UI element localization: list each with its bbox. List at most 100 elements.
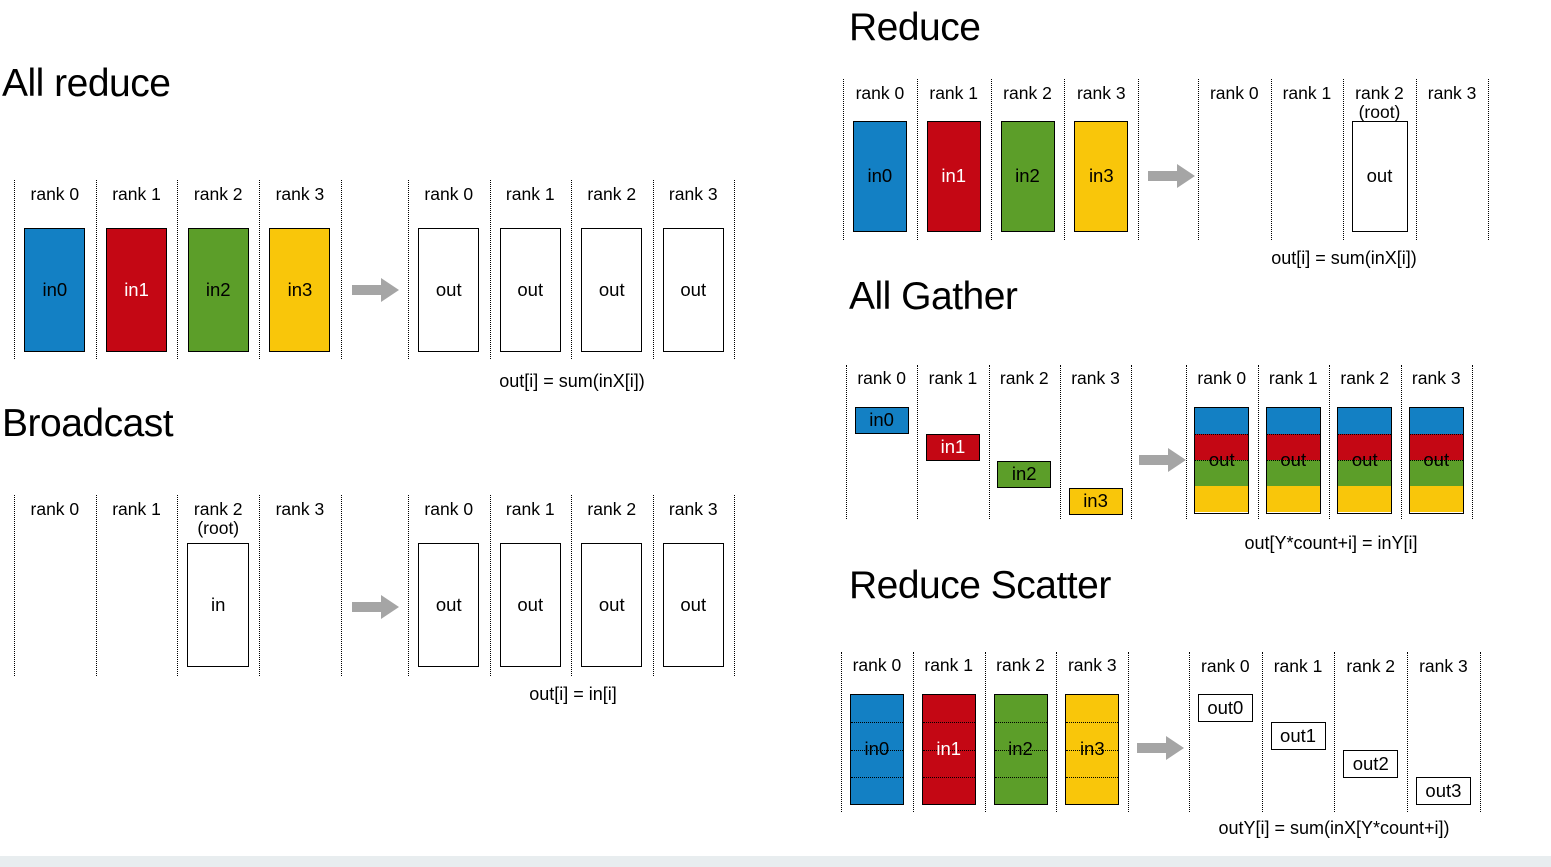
segment-divider-line: [922, 749, 975, 751]
rank-label: rank 2: [193, 499, 243, 519]
box-out: out: [581, 543, 643, 667]
box-label: out: [680, 593, 707, 615]
formula-caption-all-reduce: out[i] = sum(inX[i]): [499, 371, 645, 391]
all-gather-flow-arrow-icon: [1139, 447, 1187, 473]
rank-label: rank 0: [1201, 656, 1250, 676]
segment-divider-line: [1066, 722, 1119, 724]
rank-divider-line: [489, 180, 491, 359]
rank-divider-line: [1128, 652, 1130, 812]
rank-divider-line: [990, 79, 992, 240]
box-out: out: [499, 228, 561, 352]
box-in2: in2: [1000, 121, 1055, 232]
rank-label: rank 2: [193, 184, 243, 204]
rank-label: rank 3: [668, 499, 718, 519]
box-label: out2: [1352, 752, 1389, 774]
broadcast-flow-arrow-icon: [352, 594, 400, 620]
box-label: out: [680, 278, 707, 300]
box-label: in3: [287, 278, 313, 300]
segment-blue: [1409, 408, 1463, 434]
rank-label: rank 3: [1419, 656, 1468, 676]
rank-divider-line: [734, 180, 735, 359]
rank-label: rank 1: [928, 368, 978, 388]
rank-divider-line: [489, 495, 491, 676]
box-label: in1: [941, 165, 967, 187]
box-label: in0: [867, 165, 893, 187]
root-label: (root): [1358, 102, 1401, 122]
segment-yellow: [1409, 486, 1463, 512]
rank-divider-line: [95, 495, 97, 676]
box-label: in1: [936, 738, 962, 760]
box-in3: in3: [1068, 488, 1123, 515]
rank-label: rank 0: [30, 184, 80, 204]
box-label: in0: [864, 738, 890, 760]
box-label: in3: [1083, 490, 1108, 512]
rank-divider-line: [14, 180, 15, 359]
box-label: in2: [1015, 165, 1040, 187]
box-in2: in2: [997, 461, 1052, 488]
segment-green: [1266, 460, 1320, 486]
segment-red: [1338, 434, 1392, 460]
rank-label: rank 0: [855, 83, 905, 103]
box-out: out: [1194, 407, 1250, 514]
rank-divider-line: [1270, 79, 1272, 240]
rank-divider-line: [1343, 79, 1345, 240]
box-out: out: [1408, 407, 1464, 514]
rank-label: rank 0: [424, 184, 474, 204]
rank-label: rank 3: [275, 499, 325, 519]
segment-yellow: [1195, 486, 1249, 512]
rank-divider-line: [988, 365, 990, 519]
rank-divider-line: [1479, 652, 1481, 812]
root-label: (root): [197, 518, 240, 538]
rank-divider-line: [1056, 652, 1058, 812]
box-out0: out0: [1197, 694, 1253, 722]
rank-divider-line: [1257, 365, 1259, 519]
segment-red: [1409, 434, 1463, 460]
rank-label: rank 3: [1071, 368, 1120, 388]
formula-caption-reduce: out[i] = sum(inX[i]): [1271, 248, 1417, 268]
box-in1: in1: [921, 694, 976, 805]
rank-divider-line: [1064, 79, 1066, 240]
footer-bar: [0, 856, 1551, 867]
panel-title-broadcast: Broadcast: [2, 402, 174, 445]
box-label: out: [1423, 449, 1450, 471]
segment-green: [1195, 460, 1249, 486]
rank-divider-line: [1261, 652, 1263, 812]
segment-divider-line: [922, 776, 975, 778]
segment-green: [1409, 460, 1463, 486]
rank-divider-line: [1198, 79, 1199, 240]
formula-caption-reduce-scatter: outY[i] = sum(inX[Y*count+i]): [1218, 818, 1450, 838]
rank-label: rank 3: [275, 184, 325, 204]
rank-divider-line: [1400, 365, 1402, 519]
box-out2: out2: [1343, 750, 1399, 778]
segment-blue: [1338, 408, 1392, 434]
box-label: out: [435, 593, 462, 615]
rank-label: rank 1: [112, 499, 161, 519]
rank-divider-line: [1131, 365, 1133, 519]
rank-divider-line: [912, 652, 914, 812]
rank-label: rank 0: [857, 368, 906, 388]
rank-label: rank 2: [1355, 83, 1404, 103]
box-out: out: [581, 228, 643, 352]
formula-caption-broadcast: out[i] = in[i]: [529, 684, 617, 704]
rank-divider-line: [652, 180, 654, 359]
panel-title-all-gather: All Gather: [849, 275, 1018, 318]
box-in0: in0: [24, 228, 86, 352]
rank-label: rank 0: [852, 655, 902, 675]
box-out: out: [499, 543, 561, 667]
rank-divider-line: [1334, 652, 1336, 812]
segment-red: [1266, 434, 1320, 460]
rank-divider-line: [841, 652, 842, 812]
rank-label: rank 0: [424, 499, 474, 519]
rank-divider-line: [340, 180, 342, 359]
rank-divider-line: [1059, 365, 1061, 519]
box-label: out3: [1425, 779, 1462, 801]
rank-label: rank 3: [1067, 655, 1117, 675]
rank-divider-line: [1138, 79, 1140, 240]
box-label: in3: [1088, 165, 1114, 187]
rank-label: rank 1: [1273, 656, 1323, 676]
box-in: in: [187, 543, 250, 667]
box-label: in1: [940, 436, 966, 458]
rank-label: rank 1: [1282, 83, 1332, 103]
box-label: out: [1280, 449, 1307, 471]
